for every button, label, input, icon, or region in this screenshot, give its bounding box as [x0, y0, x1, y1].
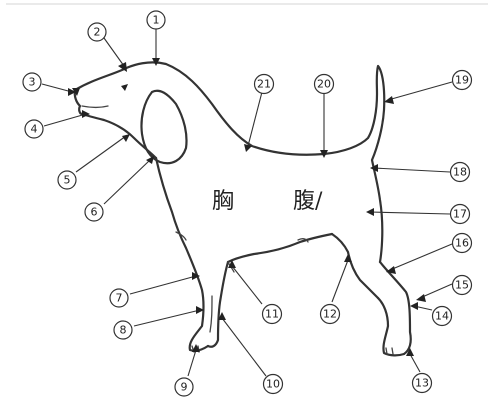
leader-10 — [222, 318, 266, 376]
dog-ear — [141, 91, 186, 163]
marker-21: 21 — [255, 75, 274, 94]
marker-9: 9 — [175, 378, 193, 396]
leader-2 — [104, 38, 124, 66]
chest-label: 胸 — [212, 189, 234, 214]
marker-20-label: 20 — [317, 78, 331, 91]
marker-16: 16 — [453, 234, 472, 253]
marker-14: 14 — [433, 307, 452, 326]
marker-7-label: 7 — [116, 292, 123, 305]
dog-front-paw — [156, 158, 208, 351]
marker-4: 4 — [25, 120, 43, 138]
marker-17-label: 17 — [453, 208, 467, 221]
marker-20: 20 — [315, 75, 334, 94]
marker-12-label: 12 — [323, 308, 337, 321]
marker-15-label: 15 — [455, 279, 469, 292]
arrowhead-12 — [344, 254, 352, 262]
leader-12 — [332, 260, 348, 302]
leader-9 — [188, 350, 196, 376]
marker-9-label: 9 — [181, 381, 188, 394]
dog-mouth — [82, 106, 108, 108]
dog-elbow-marks — [176, 232, 308, 272]
marker-8: 8 — [114, 321, 132, 339]
marker-1: 1 — [147, 11, 165, 29]
arrowhead-14 — [410, 302, 418, 310]
dog-front-leg-rear — [208, 262, 228, 347]
marker-6: 6 — [85, 203, 103, 221]
marker-2: 2 — [88, 23, 106, 41]
marker-18-label: 18 — [453, 166, 467, 179]
marker-17: 17 — [451, 205, 470, 224]
dog-toe-marks — [192, 346, 393, 354]
leader-21 — [248, 92, 262, 146]
marker-19-label: 19 — [455, 74, 469, 87]
marker-21-label: 21 — [257, 78, 271, 91]
marker-1-label: 1 — [153, 14, 160, 27]
marker-16-label: 16 — [455, 237, 469, 250]
marker-5: 5 — [58, 171, 76, 189]
marker-15: 15 — [453, 276, 472, 295]
dog-throat — [82, 114, 156, 158]
dog-belly-line — [228, 234, 332, 262]
marker-8-label: 8 — [120, 324, 127, 337]
marker-11-label: 11 — [265, 308, 279, 321]
leader-18 — [374, 168, 450, 172]
leader-13 — [410, 354, 420, 372]
marker-13: 13 — [413, 374, 432, 393]
marker-4-label: 4 — [31, 123, 38, 136]
marker-18: 18 — [451, 163, 470, 182]
marker-12: 12 — [321, 305, 340, 324]
marker-5-label: 5 — [64, 174, 71, 187]
arrowhead-19 — [384, 96, 394, 104]
leader-lines — [42, 28, 452, 376]
marker-7: 7 — [110, 289, 128, 307]
leader-19 — [388, 82, 452, 100]
leader-6 — [104, 160, 150, 204]
marker-19: 19 — [453, 71, 472, 90]
arrowhead-15 — [416, 294, 426, 302]
marker-10: 10 — [264, 375, 283, 394]
marker-6-label: 6 — [91, 206, 98, 219]
marker-group: 1 2 3 4 5 6 7 8 9 10 11 12 13 14 15 16 1… — [23, 11, 472, 396]
marker-10-label: 10 — [266, 378, 280, 391]
dog-eye — [121, 84, 128, 91]
leader-5 — [76, 136, 126, 172]
leader-16 — [390, 244, 452, 270]
marker-3-label: 3 — [29, 76, 36, 89]
dog-back-line — [75, 62, 384, 262]
leader-7 — [130, 276, 196, 294]
leader-arrowheads — [68, 58, 426, 356]
leader-8 — [134, 310, 200, 326]
marker-11: 11 — [263, 305, 282, 324]
marker-3: 3 — [23, 73, 41, 91]
arrowhead-17 — [366, 208, 374, 216]
leader-11 — [232, 266, 262, 304]
marker-13-label: 13 — [415, 377, 429, 390]
dog-rear-foot-inner — [332, 234, 378, 298]
dog-front-leg-inner — [210, 296, 212, 332]
marker-2-label: 2 — [94, 26, 101, 39]
marker-14-label: 14 — [435, 310, 449, 323]
leader-4 — [44, 114, 86, 126]
leader-15 — [420, 284, 452, 298]
dog-rear-foot-outer — [378, 298, 404, 355]
dog-outline — [72, 62, 411, 355]
leader-3 — [42, 84, 72, 92]
abdomen-label: 腹/ — [293, 189, 323, 214]
